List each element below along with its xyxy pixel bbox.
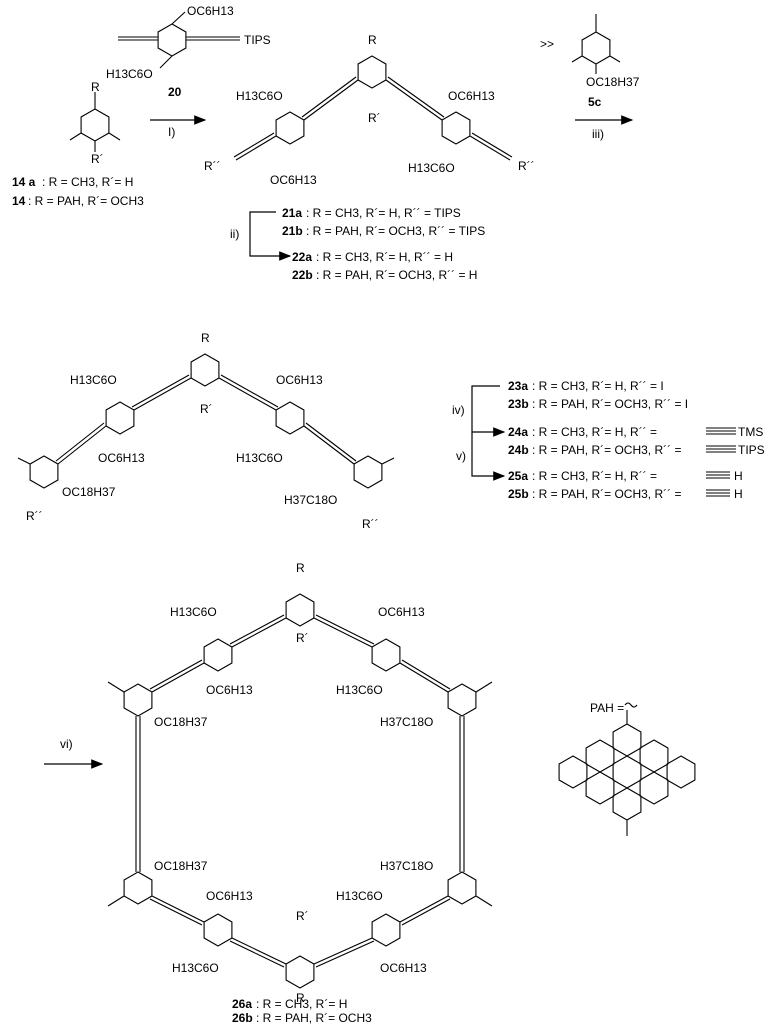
macro-hexo-6: H13C6O xyxy=(336,889,383,903)
mid-hexo-1: H13C6O xyxy=(70,373,117,387)
item-25a-id: 25a xyxy=(508,469,528,483)
item-21b-id: 21b xyxy=(282,224,303,238)
macro-hexo-7: H13C6O xyxy=(172,961,219,975)
start-14-id: 14 xyxy=(12,194,26,208)
macro-rp-bottom: R´ xyxy=(296,909,309,923)
item-22b-text: : R = PAH, R´= OCH3, R´´ = H xyxy=(316,268,477,282)
start-14-rp: R´ xyxy=(91,152,104,166)
start-14-text: : R = PAH, R´= OCH3 xyxy=(28,194,144,208)
macro-r-bottom: R xyxy=(296,991,305,1005)
product-21-hexo-2: OC6H13 xyxy=(270,173,317,187)
product-21-rp: R´ xyxy=(368,111,381,125)
item-26b-id: 26b xyxy=(232,1011,253,1024)
item-25b-tail: H xyxy=(734,487,743,501)
step-vi-label: vi) xyxy=(60,737,73,751)
item-24a-text: : R = CH3, R´= H, R´´ = xyxy=(532,425,657,439)
step-iii-label: iii) xyxy=(592,127,604,141)
step-ii-label: ii) xyxy=(230,227,239,241)
start-14-structure xyxy=(69,92,121,152)
macro-hexo-4: H13C6O xyxy=(336,683,383,697)
product-21-r: R xyxy=(368,33,377,47)
item-21b-text: : R = PAH, R´= OCH3, R´´ = TIPS xyxy=(306,224,485,238)
reagent-20-structure xyxy=(118,11,240,69)
mid-octa-right: H37C18O xyxy=(284,493,337,507)
product-21-rpp-left: R´´ xyxy=(204,159,221,173)
reagent-5c-structure xyxy=(571,14,621,74)
step-ii-arrow xyxy=(249,211,292,261)
triple-bond-icon xyxy=(706,445,736,453)
step-iv-arrow xyxy=(471,385,506,437)
mid-hexo-2: OC6H13 xyxy=(98,451,145,465)
item-23a-id: 23a xyxy=(508,379,528,393)
macro-octa-2: H37C18O xyxy=(380,715,433,729)
macro-hexo-2: OC6H13 xyxy=(206,683,253,697)
step-iv-label: iv) xyxy=(452,403,465,417)
product-21-rpp-right: R´´ xyxy=(518,159,535,173)
item-23b-id: 23b xyxy=(508,397,529,411)
mid-r: R xyxy=(201,331,210,345)
item-25a-tail: H xyxy=(734,469,743,483)
item-24b-text: : R = PAH, R´= OCH3, R´´ = xyxy=(532,443,681,457)
reagent-5c-label: 5c xyxy=(588,95,602,109)
start-14a-text: : R = CH3, R´= H xyxy=(42,175,133,189)
pah-structure xyxy=(558,702,696,836)
macro-octa-4: H37C18O xyxy=(380,859,433,873)
item-21a-id: 21a xyxy=(282,206,302,220)
start-14a-id: 14 a xyxy=(12,175,36,189)
mid-rp: R´ xyxy=(200,402,213,416)
triple-bond-icon xyxy=(706,471,730,479)
reagent-20-group-1: OC6H13 xyxy=(187,4,234,18)
macro-octa-3: OC18H37 xyxy=(154,859,208,873)
macro-hexo-5: OC6H13 xyxy=(206,889,253,903)
item-26a-text: : R = CH3, R´= H xyxy=(256,997,347,1011)
triple-bond-icon xyxy=(706,489,730,497)
reagent-20-group-2: TIPS xyxy=(244,33,271,47)
triple-bond-icon xyxy=(706,427,736,435)
mid-hexo-4: H13C6O xyxy=(236,451,283,465)
mid-hexo-3: OC6H13 xyxy=(276,373,323,387)
product-21-hexo-1: H13C6O xyxy=(236,89,283,103)
step-v-arrow xyxy=(471,432,506,481)
reagent-20-group-3: H13C6O xyxy=(106,67,153,81)
macro-hexo-8: OC6H13 xyxy=(380,961,427,975)
pah-label: PAH = xyxy=(590,701,624,715)
mid-rpp-right: R´´ xyxy=(362,517,379,531)
product-21-hexo-4: H13C6O xyxy=(408,161,455,175)
item-25a-text: : R = CH3, R´= H, R´´ = xyxy=(532,469,657,483)
macrocycle-26-structure xyxy=(107,593,493,989)
intermediate-23-structure xyxy=(17,353,395,489)
item-24b-id: 24b xyxy=(508,443,529,457)
item-22a-text: : R = CH3, R´= H, R´´ = H xyxy=(316,250,453,264)
item-24b-tail: TIPS xyxy=(738,443,765,457)
start-14-r: R xyxy=(91,80,100,94)
macro-octa-1: OC18H37 xyxy=(154,715,208,729)
macro-hexo-3: OC6H13 xyxy=(378,605,425,619)
item-23a-text: : R = CH3, R´= H, R´´ = I xyxy=(532,379,664,393)
item-22a-id: 22a xyxy=(292,250,312,264)
macro-hexo-1: H13C6O xyxy=(170,605,217,619)
mid-rpp-left: R´´ xyxy=(26,509,43,523)
item-21a-text: : R = CH3, R´= H, R´´ = TIPS xyxy=(306,206,461,220)
item-24a-id: 24a xyxy=(508,425,528,439)
product-21-hexo-3: OC6H13 xyxy=(448,89,495,103)
item-25b-id: 25b xyxy=(508,487,529,501)
item-23b-text: : R = PAH, R´= OCH3, R´´ = I xyxy=(532,397,688,411)
item-26a-id: 26a xyxy=(232,997,252,1011)
macro-r-top: R xyxy=(296,561,305,575)
item-24a-tail: TMS xyxy=(738,425,763,439)
reagent-20-label: 20 xyxy=(168,85,182,99)
step-i-label: I) xyxy=(168,125,175,139)
item-25b-text: : R = PAH, R´= OCH3, R´´ = xyxy=(532,487,681,501)
reagent-5c-prefix: >> xyxy=(540,37,554,51)
macro-rp-top: R´ xyxy=(296,631,309,645)
step-v-label: v) xyxy=(456,449,466,463)
product-21-structure xyxy=(233,55,513,161)
mid-octa-left: OC18H37 xyxy=(62,485,116,499)
item-22b-id: 22b xyxy=(292,268,313,282)
reagent-5c-group: OC18H37 xyxy=(586,75,640,89)
item-26b-text: : R = PAH, R´= OCH3 xyxy=(256,1011,372,1024)
